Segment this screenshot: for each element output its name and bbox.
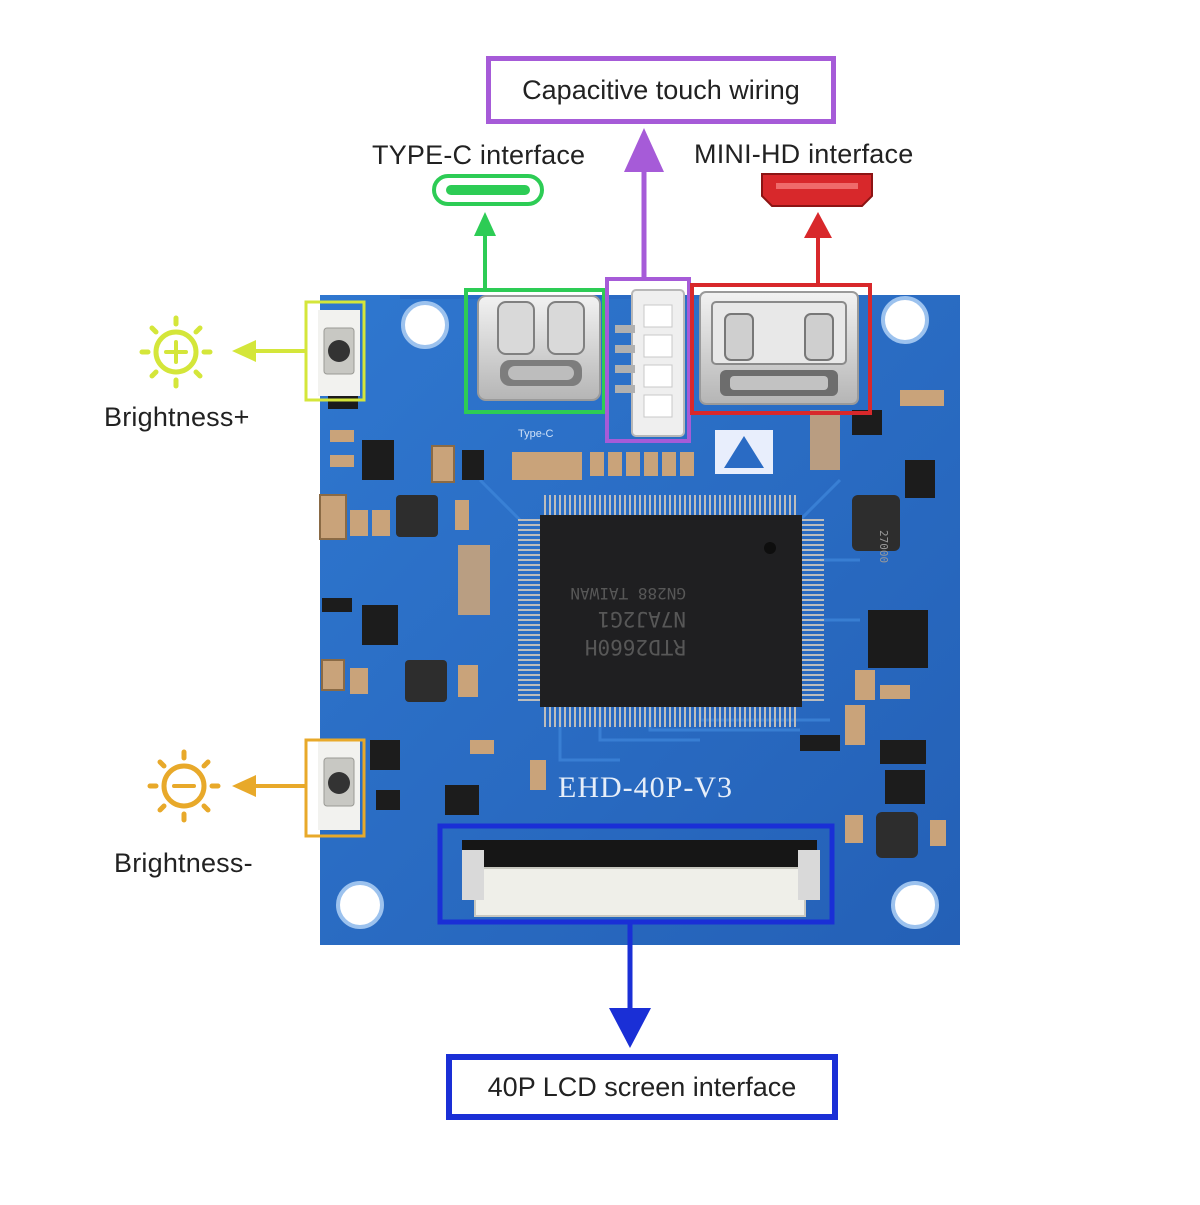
mini-hd-label: MINI-HD interface <box>694 139 914 169</box>
chip-marking-line: N7AJ2G1 <box>597 607 686 631</box>
lcd-label: 40P LCD screen interface <box>487 1071 797 1102</box>
mini-hd-arrow <box>804 212 832 238</box>
usb-c-port-icon <box>432 174 544 206</box>
mounting-hole <box>891 881 939 929</box>
capacitive-touch-label: Capacitive touch wiring <box>522 74 800 105</box>
inductor-marking: 27000 <box>877 530 890 563</box>
capacitive-touch-label-box: Capacitive touch wiring <box>486 56 836 124</box>
mini-hdmi-port-icon <box>761 173 873 207</box>
sun-minus-icon <box>147 749 221 823</box>
brightness-up-label: Brightness+ <box>104 402 250 432</box>
mounting-hole <box>401 301 449 349</box>
lcd-highlight-frame <box>437 823 835 925</box>
type-c-silkscreen: Type-C <box>518 428 554 440</box>
brightness-down-switch <box>318 740 360 830</box>
brightness-down-arrow <box>232 775 256 797</box>
touch-highlight-frame <box>605 277 691 443</box>
type-c-label: TYPE-C interface <box>372 140 586 170</box>
lcd-fpc-connector <box>462 840 820 917</box>
mounting-hole <box>881 296 929 344</box>
lcd-arrow <box>609 1008 651 1048</box>
mini-hd-port <box>699 291 859 405</box>
smd-components <box>319 390 946 858</box>
brightness-down-label: Brightness- <box>114 848 253 878</box>
board-model-silkscreen: EHD-40P-V3 <box>558 771 733 804</box>
type-c-arrow <box>474 212 496 236</box>
main-chip: RTD2660H N7AJ2G1 GN288 TAIWAN 27000 <box>518 495 890 727</box>
chip-marking-line: GN288 TAIWAN <box>570 584 686 603</box>
mini-hd-highlight-frame <box>690 283 872 415</box>
sun-plus-icon <box>139 315 213 389</box>
type-c-highlight-frame <box>464 288 606 414</box>
touch-arrow <box>624 128 664 172</box>
brightness-up-switch <box>318 310 360 396</box>
lcd-label-box: 40P LCD screen interface <box>446 1054 838 1120</box>
brightness-up-arrow <box>232 340 256 362</box>
type-c-port <box>477 295 601 401</box>
chip-marking-line: RTD2660H <box>585 635 686 659</box>
touch-connector <box>615 289 685 437</box>
mounting-hole <box>336 881 384 929</box>
